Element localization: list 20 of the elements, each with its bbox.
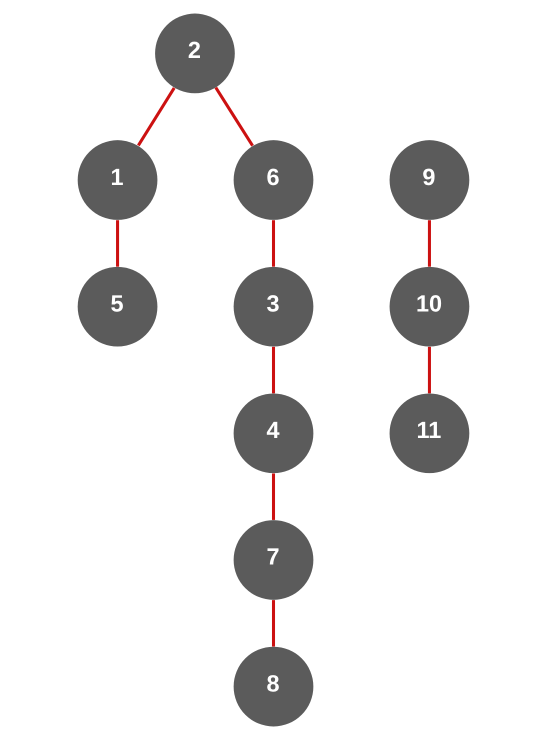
connector <box>427 346 430 394</box>
node-circle: 4 <box>233 393 313 474</box>
connector <box>136 87 175 146</box>
connector <box>271 473 275 520</box>
node-circle: 7 <box>233 520 313 600</box>
connector <box>271 220 275 267</box>
node-circle: 9 <box>389 140 469 220</box>
node-circle: 3 <box>233 266 313 347</box>
node-circle: 5 <box>77 266 157 347</box>
connector <box>214 86 254 147</box>
node-circle: 6 <box>233 140 313 220</box>
node-circle: 1 <box>77 140 157 220</box>
connector <box>116 220 119 267</box>
connector <box>271 346 275 394</box>
node-circle: 11 <box>389 393 469 474</box>
connector <box>427 220 430 267</box>
node-circle: 8 <box>233 646 313 726</box>
connector <box>271 600 275 647</box>
node-circle: 2 <box>154 14 234 94</box>
node-circle: 10 <box>389 266 469 347</box>
